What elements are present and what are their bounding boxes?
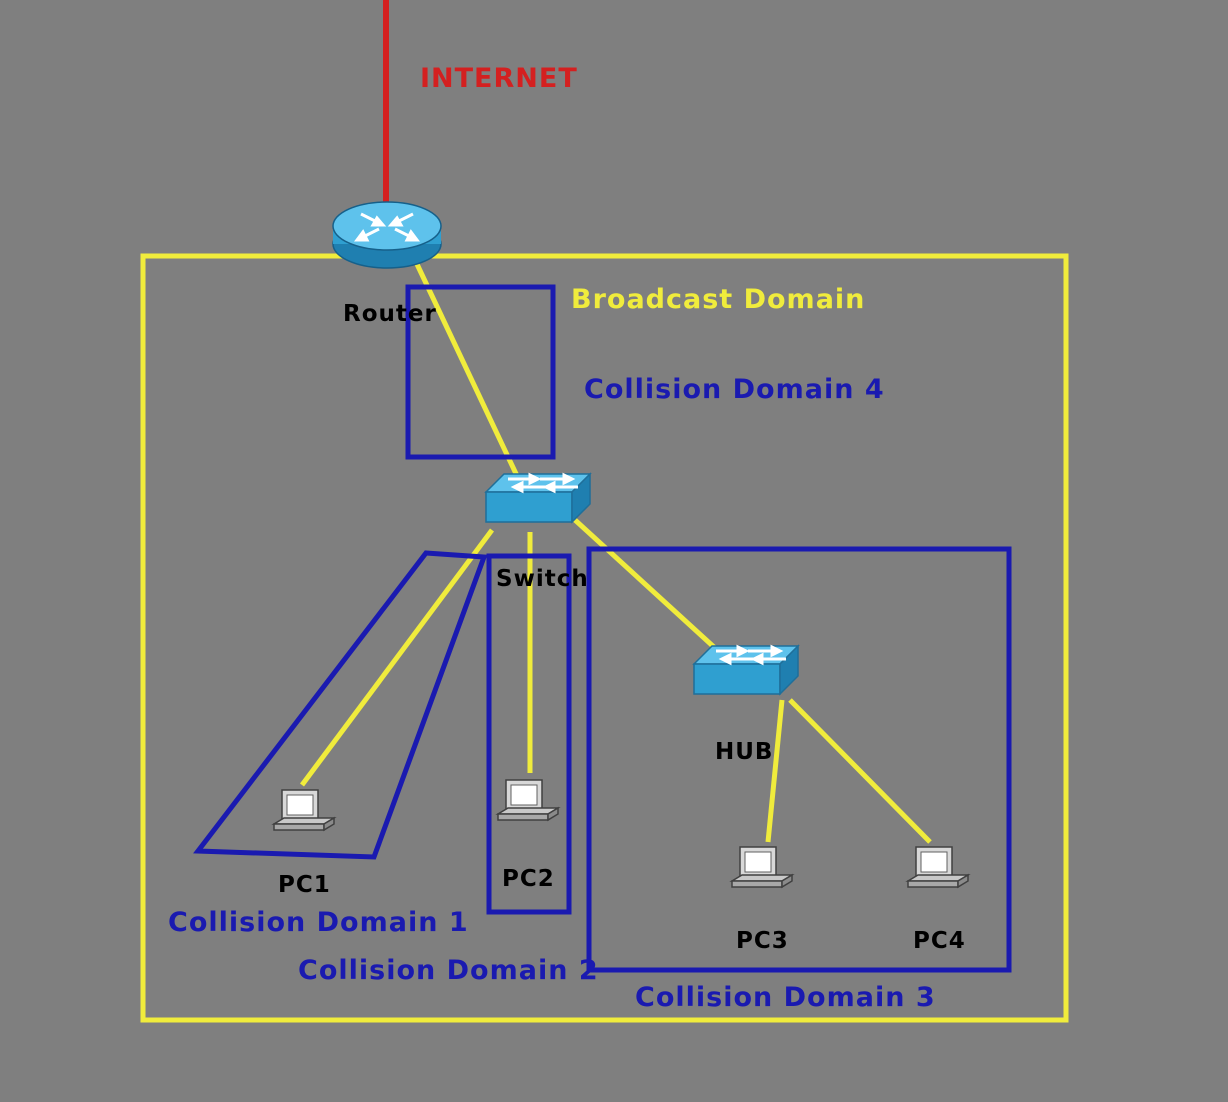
collision-domain-4-box [405, 284, 556, 460]
broadcast-domain-box [140, 253, 1069, 1023]
pc2-icon[interactable] [497, 779, 559, 821]
link-hub-pc3 [765, 699, 785, 843]
hub-label: HUB [715, 739, 774, 765]
broadcast-domain-label: Broadcast Domain [571, 284, 866, 315]
link-hub-pc4 [788, 698, 932, 844]
collision-domain-1-label: Collision Domain 1 [168, 907, 469, 938]
link-switch-pc1 [299, 528, 495, 787]
pc4-label: PC4 [913, 928, 966, 954]
collision-domain-1-box [193, 550, 488, 860]
switch-label: Switch [496, 566, 589, 592]
router-label: Router [343, 301, 437, 327]
internet-label: INTERNET [420, 63, 578, 94]
link-router-switch [413, 260, 521, 480]
pc2-label: PC2 [502, 866, 555, 892]
collision-domain-2-box [486, 553, 572, 915]
switch-icon[interactable] [484, 472, 592, 524]
pc3-icon[interactable] [731, 846, 793, 888]
pc4-icon[interactable] [907, 846, 969, 888]
collision-domain-3-box [586, 546, 1012, 973]
collision-domain-3-label: Collision Domain 3 [635, 982, 936, 1013]
collision-domain-4-label: Collision Domain 4 [584, 374, 885, 405]
hub-icon[interactable] [692, 644, 800, 696]
pc3-label: PC3 [736, 928, 789, 954]
router-icon[interactable] [332, 201, 442, 269]
collision-domain-2-label: Collision Domain 2 [298, 955, 599, 986]
pc1-label: PC1 [278, 872, 331, 898]
pc1-icon[interactable] [273, 789, 335, 831]
link-switch-hub [573, 518, 717, 650]
